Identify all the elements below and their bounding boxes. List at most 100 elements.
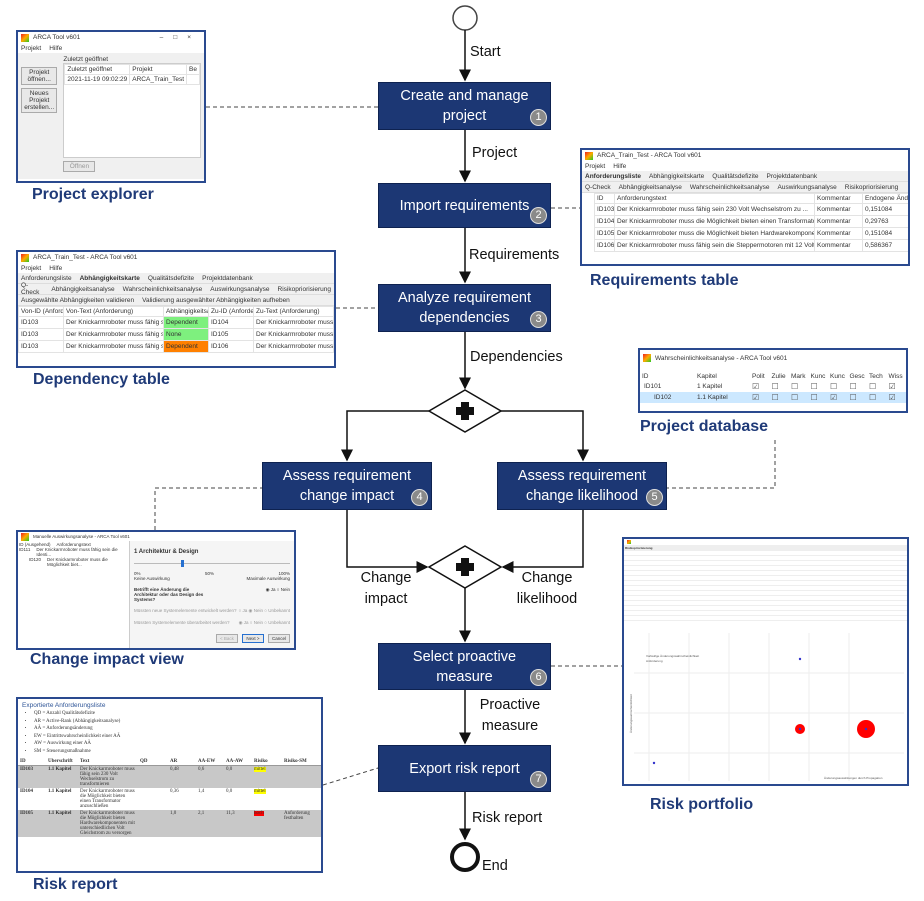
unchecked-checkbox-icon[interactable]: ☐ — [791, 382, 799, 391]
cell-text: ID105 — [20, 810, 34, 816]
tool-button[interactable]: Auswirkungsanalyse — [777, 183, 837, 191]
tab[interactable]: Abhängigkeitskarte — [79, 274, 140, 282]
unchecked-checkbox-icon[interactable]: ☐ — [869, 382, 877, 391]
checked-checkbox-icon[interactable]: ☑ — [888, 382, 896, 391]
window-controls-icon[interactable]: –□× — [159, 34, 201, 41]
unchecked-checkbox-icon[interactable]: ☐ — [869, 393, 877, 402]
cell: Der Knickarmroboter muss fähig sein ... — [63, 328, 164, 341]
requirement-point — [798, 727, 802, 731]
tab[interactable]: Projektdatenbank — [766, 172, 818, 180]
menu-hilfe[interactable]: Hilfe — [49, 264, 63, 272]
cell: 1,0 — [168, 810, 196, 837]
unvalidate-button[interactable]: Validierung ausgewählter Abhängigkeiten … — [142, 296, 290, 304]
next-button[interactable]: Next > — [242, 634, 264, 643]
scale-label: 100% — [278, 571, 290, 576]
impact-slider[interactable] — [134, 558, 290, 568]
unchecked-checkbox-icon[interactable]: ☐ — [849, 382, 857, 391]
start-label: Start — [470, 44, 501, 60]
open-project-button[interactable]: Projekt öffnen... — [21, 67, 58, 85]
tab[interactable]: Qualitätsdefizite — [712, 172, 759, 180]
cell: Der Knickarmroboter muss — [253, 316, 334, 329]
app-logo-icon — [21, 33, 29, 42]
unchecked-checkbox-icon[interactable]: ☐ — [771, 382, 779, 391]
tool-button[interactable]: Risikopriorisierung — [844, 183, 899, 191]
tab[interactable]: Anforderungsliste — [21, 274, 72, 282]
caption-dependency-table: Dependency table — [33, 371, 170, 388]
tab[interactable]: Abhängigkeitskarte — [648, 172, 705, 180]
cell: ID106 — [208, 340, 254, 353]
checked-checkbox-icon[interactable]: ☑ — [888, 393, 896, 402]
col-header: Anforderungstext — [56, 542, 91, 547]
tab[interactable]: Qualitätsdefizite — [147, 274, 195, 282]
col-header: Endogene Änder. — [862, 193, 908, 204]
back-button[interactable]: < Back — [216, 634, 238, 643]
menu-projekt[interactable]: Projekt — [585, 162, 606, 170]
tool-button[interactable]: Abhängigkeitsanalyse — [51, 285, 115, 293]
menu-hilfe[interactable]: Hilfe — [49, 44, 63, 52]
cell: Der Knickarmroboter muss fähig sein 230 … — [614, 203, 815, 216]
col-header: Tech — [869, 373, 883, 380]
validate-button[interactable]: Ausgewählte Abhängigkeiten validieren — [21, 296, 135, 304]
cell-text: 0,48 — [170, 766, 179, 772]
cell-text: 2,1 — [198, 810, 205, 816]
unchecked-checkbox-icon[interactable]: ☐ — [791, 393, 799, 402]
col-header: ID — [642, 373, 649, 380]
checked-checkbox-icon[interactable]: ☑ — [752, 382, 760, 391]
tab[interactable]: Anforderungsliste — [585, 172, 641, 180]
tool-button[interactable]: Risikopriorisierung — [277, 285, 331, 293]
menu-projekt[interactable]: Projekt — [21, 264, 42, 272]
menu-hilfe[interactable]: Hilfe — [613, 162, 627, 170]
radio-group[interactable]: ○ Ja ◉ Nein ○ Unbekannt — [238, 608, 290, 613]
unchecked-checkbox-icon[interactable]: ☐ — [849, 393, 857, 402]
tool-button[interactable]: Abhängigkeitsanalyse — [618, 183, 682, 191]
cell: 2,1 — [196, 810, 224, 837]
row-id: ID102 — [654, 394, 672, 401]
tool-button[interactable]: Wahrscheinlichkeitsanalyse — [122, 285, 203, 293]
cell: ID103 — [18, 340, 64, 353]
unchecked-checkbox-icon[interactable]: ☐ — [810, 382, 818, 391]
window-title: Manuelle Auswirkungsanalyse - ARCA Tool … — [33, 534, 130, 539]
window-title: ARCA_Train_Test - ARCA Tool v601 — [597, 152, 702, 159]
tool-button[interactable]: Q-Check — [21, 282, 40, 296]
legend-item: AÄ = Anforderungsänderung — [34, 725, 321, 733]
step-label: Export risk report — [409, 760, 520, 777]
open-button[interactable]: Öffnen — [63, 161, 96, 172]
cancel-button[interactable]: Cancel — [268, 634, 290, 643]
unchecked-checkbox-icon[interactable]: ☐ — [771, 393, 779, 402]
risk-table — [624, 551, 907, 623]
tool-button[interactable]: Q-Check — [585, 183, 611, 191]
tab[interactable]: Projektdatenbank — [202, 274, 253, 282]
checked-checkbox-icon[interactable]: ☑ — [830, 393, 838, 402]
edge-label-change-impact: Change impact — [360, 570, 412, 607]
unchecked-checkbox-icon[interactable]: ☐ — [830, 382, 838, 391]
menu-projekt[interactable]: Projekt — [21, 44, 42, 52]
radio-group[interactable]: ◉ Ja ○ Nein — [265, 587, 290, 592]
checked-checkbox-icon[interactable]: ☑ — [752, 393, 760, 402]
tool-button[interactable]: Wahrscheinlichkeitsanalyse — [689, 183, 770, 191]
cell: Der Knickarmroboter muss fähig sein 230 … — [78, 765, 138, 788]
unchecked-checkbox-icon[interactable]: ☐ — [810, 393, 818, 402]
tool-button[interactable]: Auswirkungsanalyse — [210, 285, 270, 293]
cell: 0,36 — [168, 788, 196, 810]
radio-group[interactable]: ◉ Ja ○ Nein ○ Unbekannt — [238, 620, 290, 625]
new-project-button[interactable]: Neues Projekt erstellen... — [21, 88, 58, 113]
